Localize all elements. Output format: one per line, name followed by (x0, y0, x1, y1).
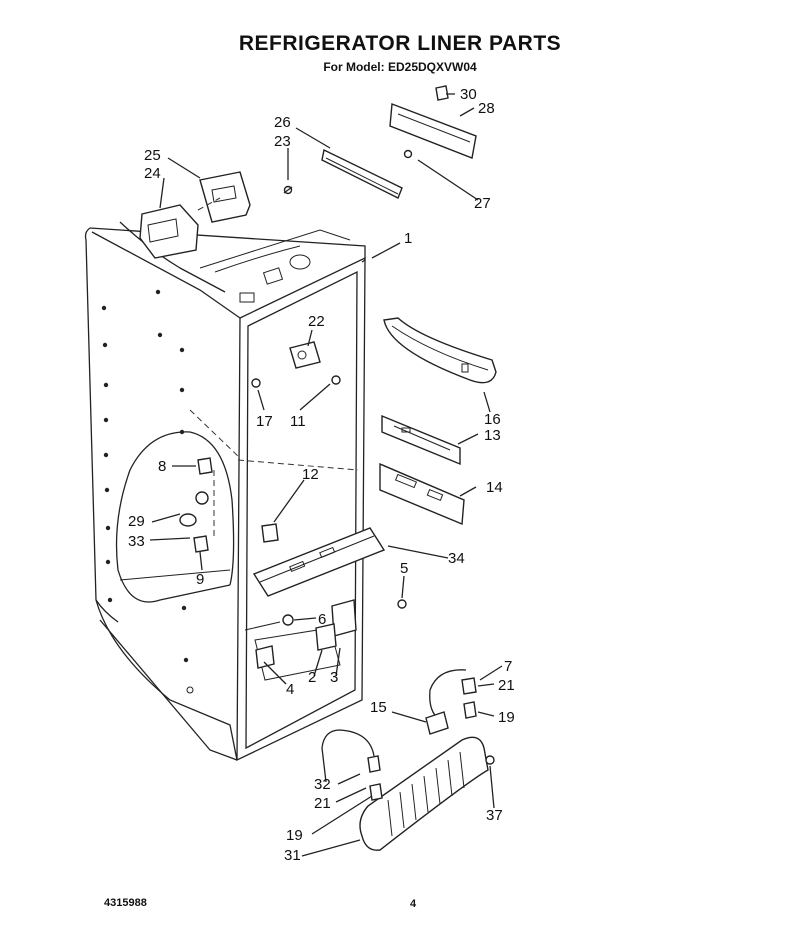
callout-27: 27 (474, 195, 491, 212)
callout-37: 37 (486, 807, 503, 824)
liner-cabinet (84, 221, 366, 762)
callout-19-left: 19 (286, 827, 303, 844)
part-bracket-22 (251, 341, 341, 388)
callout-1: 1 (404, 230, 412, 247)
document-part-number: 4315988 (104, 897, 147, 909)
callout-2: 2 (308, 669, 316, 686)
callout-11: 11 (290, 413, 306, 430)
model-subtitle: For Model: ED25DQXVW04 (323, 60, 477, 74)
part-cluster-2-3-4-5-6 (255, 599, 407, 669)
part-tube-7 (429, 669, 477, 721)
part-housing-24-25 (139, 171, 251, 259)
callout-3: 3 (330, 669, 338, 686)
part-rail-26 (283, 148, 403, 199)
page-number: 4 (410, 898, 417, 910)
callout-7: 7 (504, 658, 512, 675)
callout-29: 29 (128, 513, 145, 530)
callout-31: 31 (284, 847, 301, 864)
callout-labels: 30 28 26 23 25 24 27 1 22 17 11 16 13 8 … (128, 86, 515, 864)
part-bracket-14 (379, 462, 465, 526)
callout-4: 4 (286, 681, 294, 698)
callout-22: 22 (308, 313, 325, 330)
callout-5: 5 (400, 560, 408, 577)
callout-16: 16 (484, 411, 501, 428)
leader-lines (149, 93, 503, 857)
part-bracket-13 (381, 414, 461, 466)
callout-24: 24 (144, 165, 161, 182)
callout-33: 33 (128, 533, 145, 550)
callout-14: 14 (486, 479, 503, 496)
part-tube-32 (321, 729, 495, 801)
callout-21-right: 21 (498, 677, 515, 694)
callout-25: 25 (144, 147, 161, 164)
part-fitting-12 (261, 523, 279, 543)
callout-17: 17 (256, 413, 273, 430)
callout-6: 6 (318, 611, 326, 628)
page-title: REFRIGERATOR LINER PARTS (238, 32, 562, 55)
callout-28: 28 (478, 100, 495, 117)
part-deflector-34 (252, 527, 386, 597)
callout-21-left: 21 (314, 795, 331, 812)
callout-34: 34 (448, 550, 465, 567)
callout-30: 30 (460, 86, 477, 103)
part-pan-16 (383, 317, 497, 384)
callout-23: 23 (274, 133, 291, 150)
callout-8: 8 (158, 458, 166, 475)
part-bracket-28-30 (389, 85, 477, 159)
callout-9: 9 (196, 571, 204, 588)
callout-26: 26 (274, 114, 291, 131)
callout-15: 15 (370, 699, 387, 716)
callout-19-right: 19 (498, 709, 515, 726)
callout-32: 32 (314, 776, 331, 793)
part-cover-31 (359, 736, 489, 851)
callout-13: 13 (484, 427, 501, 444)
part-cluster-8-29-33-9 (179, 457, 215, 553)
side-wall-holes (101, 289, 194, 694)
callout-12: 12 (302, 466, 319, 483)
part-valve-15 (425, 711, 449, 735)
